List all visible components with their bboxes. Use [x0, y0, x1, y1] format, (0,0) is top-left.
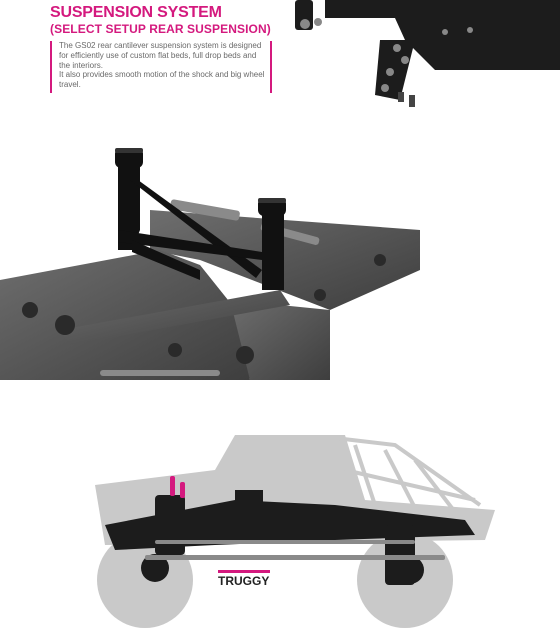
description-box: The GS02 rear cantilever suspension syst…	[50, 41, 272, 93]
truggy-accent-bar	[218, 570, 270, 573]
chassis-render-icon	[0, 148, 420, 380]
section-title: SUSPENSION SYSTEM	[50, 4, 222, 21]
truggy-label: TRUGGY	[218, 574, 270, 588]
description-paragraph-1: The GS02 rear cantilever suspension syst…	[59, 41, 262, 70]
chassis-detail-icon	[295, 0, 560, 107]
section-header: SUSPENSION SYSTEM (SELECT SETUP REAR SUS…	[50, 4, 280, 36]
description-paragraph-2: It also provides smooth motion of the sh…	[59, 70, 265, 90]
section-subtitle: (SELECT SETUP REAR SUSPENSION)	[50, 22, 271, 36]
truggy-silhouette-icon	[95, 435, 495, 628]
